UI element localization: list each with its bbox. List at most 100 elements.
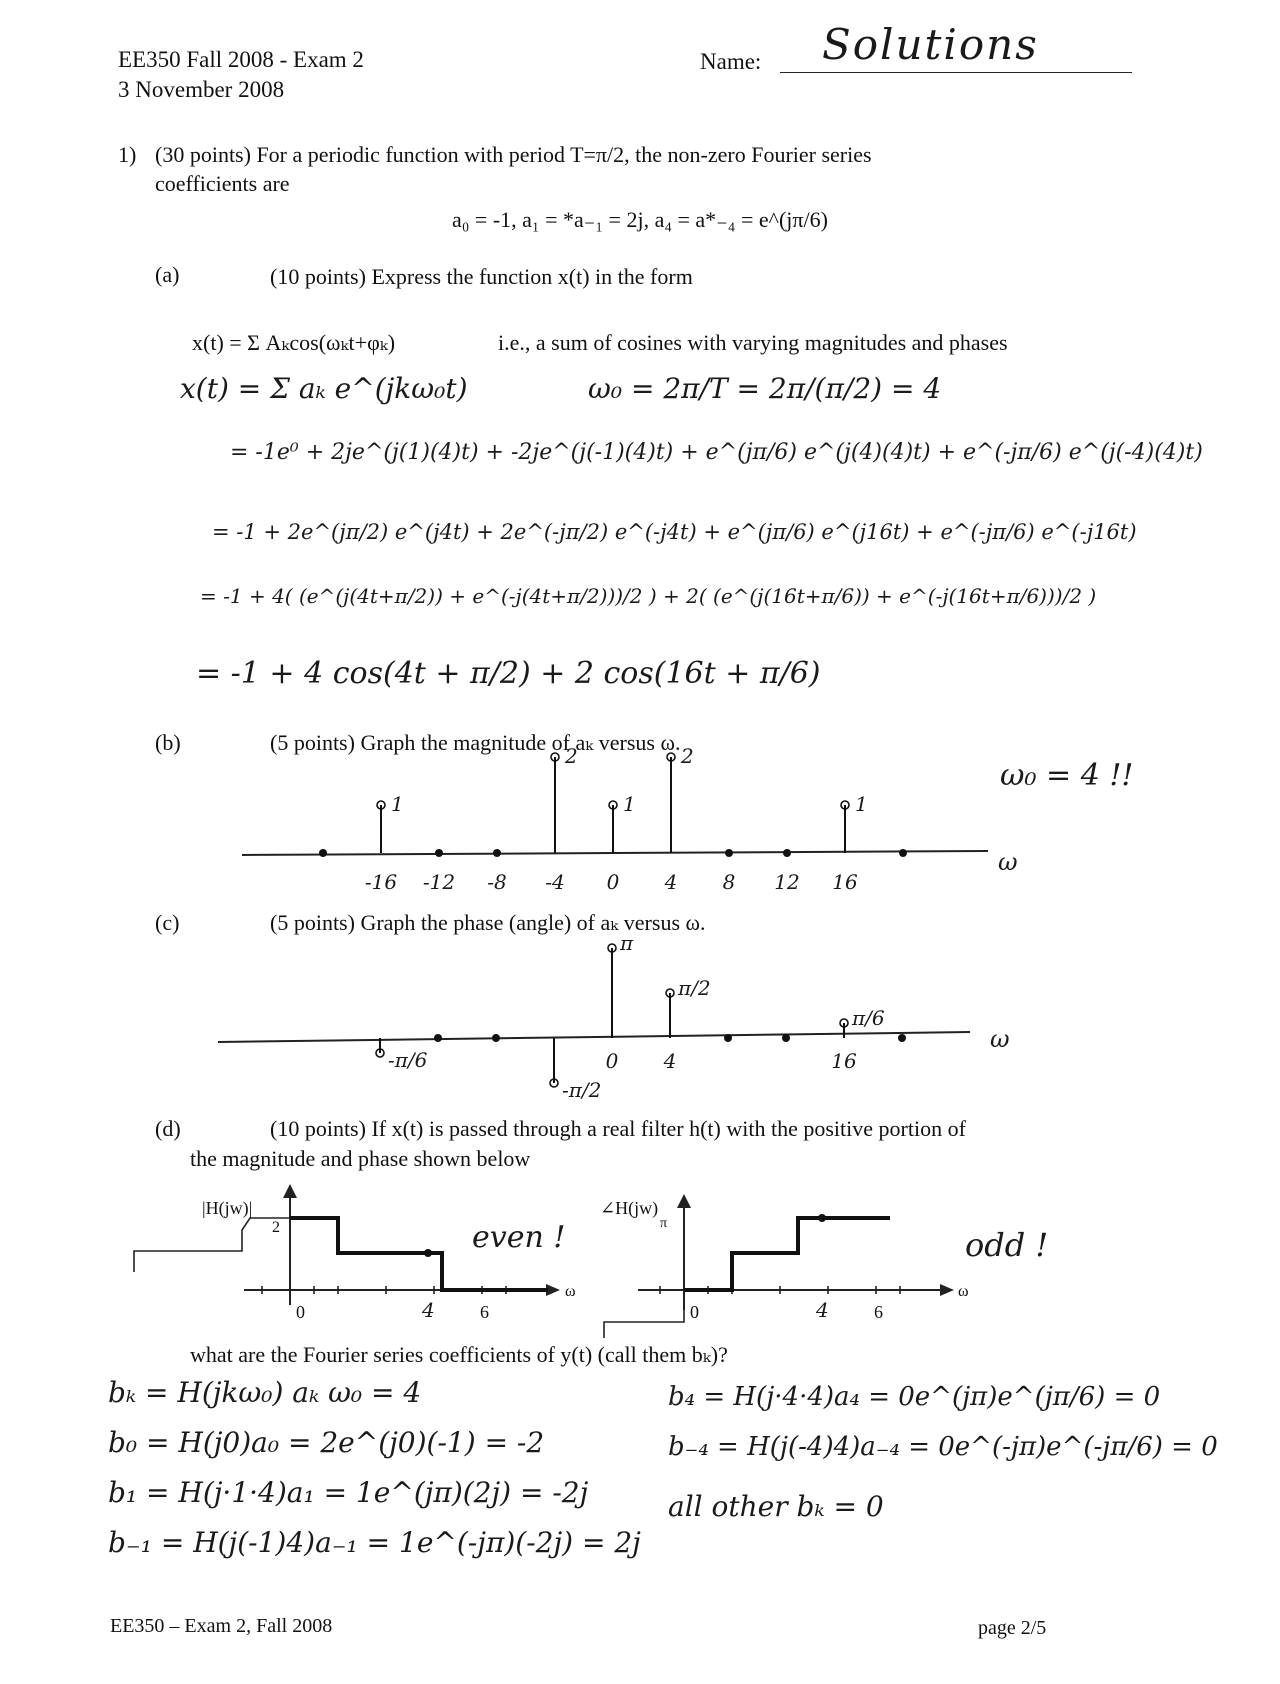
magnitude-stem-head	[550, 752, 560, 762]
magnitude-tick-label: -12	[423, 870, 455, 894]
magnitude-tick-label: 8	[723, 870, 736, 894]
magnitude-zero-point	[783, 849, 791, 857]
solution-d-right-3: all other bₖ = 0	[668, 1490, 884, 1523]
mag-negative-sketch	[133, 1217, 290, 1272]
solution-a-line-5: = -1 + 4 cos(4t + π/2) + 2 cos(16t + π/6…	[196, 656, 821, 691]
phase-stem-head	[839, 1018, 849, 1028]
phase-stem-label: π/2	[677, 976, 711, 1000]
magnitude-stem-label: 1	[855, 792, 868, 816]
problem-intro-line2: coefficients are	[155, 171, 290, 196]
phase-zero-point	[434, 1034, 442, 1042]
phase-ytick: π	[660, 1216, 668, 1231]
magnitude-tick-label: 0	[607, 870, 620, 894]
name-label: Name:	[700, 49, 762, 74]
mag-ylabel: |H(jw)|	[202, 1198, 253, 1218]
magnitude-tick-label: -8	[487, 870, 506, 894]
magnitude-axis-line	[241, 850, 989, 856]
magnitude-zero-point	[899, 849, 907, 857]
phase-zero-point	[724, 1034, 732, 1042]
phase-tick-label: 4	[663, 1049, 677, 1073]
magnitude-tick-label: 12	[774, 870, 799, 894]
phase-xtick-6: 6	[874, 1302, 883, 1322]
name-underline	[780, 72, 1132, 73]
odd-note: odd !	[965, 1226, 1049, 1264]
name-value: Solutions	[822, 20, 1039, 69]
phase-zero-point	[898, 1034, 906, 1042]
phase-tick-label: 16	[831, 1049, 857, 1073]
mag-response-curve	[290, 1216, 548, 1292]
phase-stem-head	[375, 1048, 385, 1058]
magnitude-stem-head	[376, 800, 386, 810]
mag-point	[424, 1249, 432, 1257]
phase-xtick-0: 0	[690, 1302, 699, 1322]
magnitude-tick-label: -4	[545, 870, 564, 894]
part-b-prompt: (5 points) Graph the magnitude of aₖ ver…	[270, 730, 681, 755]
phase-x-arrow	[940, 1284, 954, 1296]
magnitude-stem-label: 1	[623, 792, 636, 816]
coefficients-line: a₀ = -1, a₁ = *a₋₁ = 2j, a₄ = a*₋₄ = e^(…	[452, 207, 828, 232]
magnitude-stem-head	[840, 800, 850, 810]
part-c-label: (c)	[155, 910, 180, 935]
solution-d-left-2: b₀ = H(j0)a₀ = 2e^(j0)(-1) = -2	[108, 1426, 545, 1459]
magnitude-stem-head	[666, 752, 676, 762]
solution-d-left-4: b₋₁ = H(j(-1)4)a₋₁ = 1e^(-jπ)(-2j) = 2j	[108, 1526, 641, 1559]
phase-ylabel: ∠H(jw)	[600, 1198, 659, 1218]
part-d-prompt-line1: (10 points) If x(t) is passed through a …	[270, 1116, 966, 1141]
magnitude-zero-point	[725, 849, 733, 857]
even-note: even !	[472, 1220, 566, 1255]
part-a-note: i.e., a sum of cosines with varying magn…	[498, 330, 1008, 355]
part-d-question: what are the Fourier series coefficients…	[190, 1342, 728, 1367]
magnitude-zero-point	[319, 849, 327, 857]
problem-number: 1)	[118, 142, 137, 167]
solution-d-left-1: bₖ = H(jkω₀) aₖ ω₀ = 4	[108, 1376, 422, 1409]
part-a-prompt: (10 points) Express the function x(t) in…	[270, 264, 693, 289]
mag-x-arrow	[546, 1284, 560, 1296]
phase-axis-label: ω	[990, 1025, 1010, 1053]
magnitude-stem-head	[608, 800, 618, 810]
part-d-prompt-line2: the magnitude and phase shown below	[190, 1146, 531, 1171]
magnitude-zero-point	[435, 849, 443, 857]
magnitude-tick-label: 16	[832, 870, 858, 894]
part-c-prompt: (5 points) Graph the phase (angle) of aₖ…	[270, 910, 706, 935]
part-b-side-note: ω₀ = 4 !!	[1000, 758, 1134, 793]
phase-response-curve	[684, 1216, 890, 1292]
part-b-label: (b)	[155, 730, 181, 755]
part-a-label: (a)	[155, 262, 180, 287]
solution-a-line-3: = -1 + 2e^(jπ/2) e^(j4t) + 2e^(-jπ/2) e^…	[212, 520, 1137, 544]
magnitude-stem-label: 2	[564, 744, 578, 768]
phase-negative-sketch	[603, 1310, 685, 1338]
solution-d-left-3: b₁ = H(j·1·4)a₁ = 1e^(jπ)(2j) = -2j	[108, 1476, 589, 1509]
solution-d-right-2: b₋₄ = H(j(-4)4)a₋₄ = 0e^(-jπ)e^(-jπ/6) =…	[668, 1432, 1218, 1462]
phase-stem-head	[549, 1078, 559, 1088]
problem-intro-line1: (30 points) For a periodic function with…	[155, 142, 872, 167]
mag-xtick-6: 6	[480, 1302, 489, 1322]
phase-tick-label: 0	[606, 1049, 619, 1073]
mag-xtick-0: 0	[296, 1302, 305, 1322]
solution-a-omega0: ω₀ = 2π/T = 2π/(π/2) = 4	[588, 372, 942, 405]
phase-stem-head	[665, 988, 675, 998]
magnitude-stem-label: 2	[680, 744, 694, 768]
mag-xtick-4: 4	[422, 1298, 435, 1322]
mag-y-arrow	[283, 1184, 297, 1198]
mag-ytick: 2	[272, 1219, 280, 1236]
phase-xtick-4: 4	[816, 1298, 829, 1322]
phase-stem-head	[607, 943, 617, 953]
phase-zero-point	[492, 1034, 500, 1042]
magnitude-tick-label: -16	[365, 870, 397, 894]
solution-a-line-1: x(t) = Σ aₖ e^(jkω₀t)	[180, 372, 468, 405]
phase-stem-label: -π/2	[562, 1078, 601, 1102]
course-title: EE350 Fall 2008 - Exam 2	[118, 47, 364, 72]
magnitude-zero-point	[493, 849, 501, 857]
phase-stem-label: π	[619, 931, 634, 955]
magnitude-axis-label: ω	[998, 848, 1018, 876]
mag-xlabel: ω	[565, 1283, 576, 1300]
phase-point	[818, 1214, 826, 1222]
solution-a-line-4: = -1 + 4( (e^(j(4t+π/2)) + e^(-j(4t+π/2)…	[200, 584, 1097, 608]
magnitude-stem-label: 1	[391, 792, 404, 816]
footer-right: page 2/5	[978, 1617, 1047, 1639]
phase-xlabel: ω	[958, 1283, 969, 1300]
